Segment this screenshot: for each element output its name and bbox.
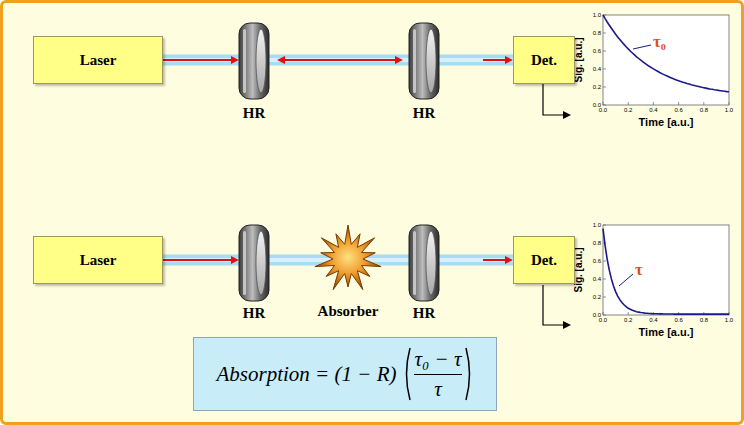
reflection-arrow xyxy=(279,59,401,61)
signal-arrow xyxy=(543,285,569,325)
tick-label: 0.0 xyxy=(599,317,607,323)
time-constant: τ xyxy=(635,261,643,278)
tick-label: 1.0 xyxy=(593,222,601,228)
tick-label: 1.0 xyxy=(725,317,733,323)
laser-box: Laser xyxy=(33,236,163,284)
tick-label: 0.8 xyxy=(593,30,601,36)
leader-line xyxy=(619,274,633,286)
axis-title: Sig. [a.u.] xyxy=(574,38,584,83)
part-label: HR xyxy=(243,106,266,121)
tick-label: 0.2 xyxy=(593,84,601,90)
hr-mirror xyxy=(409,23,439,99)
fraction-term: τ xyxy=(434,377,442,402)
laser-box: Laser xyxy=(33,36,163,84)
tick-label: 0.2 xyxy=(624,107,632,113)
decay-chart xyxy=(603,15,729,105)
hr-mirror xyxy=(409,225,439,301)
tick-label: 1.0 xyxy=(725,107,733,113)
fraction-term: τ₀ − τ xyxy=(414,347,461,372)
part-label: HR xyxy=(413,306,436,321)
axis-title: Time [a.u.] xyxy=(639,117,694,128)
absorber-burst xyxy=(315,225,381,290)
tick-label: 0.0 xyxy=(599,107,607,113)
part-label: HR xyxy=(243,306,266,321)
tick-label: 0.6 xyxy=(674,107,682,113)
laser-beam xyxy=(163,60,513,61)
tick-label: 0.4 xyxy=(649,107,657,113)
tick-label: 0.4 xyxy=(593,66,601,72)
node-text: Absorption = (1 − R) xyxy=(216,362,396,387)
axis-title: Time [a.u.] xyxy=(639,327,694,338)
fraction-bar xyxy=(414,374,461,375)
hr-mirror xyxy=(239,23,269,99)
tick-label: 0.6 xyxy=(593,258,601,264)
tick-label: 0.8 xyxy=(700,317,708,323)
paren xyxy=(402,346,412,402)
tick-label: 0.8 xyxy=(593,240,601,246)
leader-line xyxy=(633,45,651,49)
tick-label: 0.2 xyxy=(624,317,632,323)
node-text: Det. xyxy=(531,52,557,69)
tick-label: 0.6 xyxy=(674,317,682,323)
node-text: Det. xyxy=(531,252,557,269)
tick-label: 1.0 xyxy=(593,12,601,18)
tick-label: 0.6 xyxy=(593,48,601,54)
tick-label: 0.8 xyxy=(700,107,708,113)
time-constant: τ₀ xyxy=(653,33,666,50)
hr-mirror xyxy=(239,225,269,301)
node-text: Laser xyxy=(80,252,117,269)
signal-arrow xyxy=(543,83,569,115)
paren xyxy=(464,346,474,402)
formula-box: Absorption = (1 − R) τ₀ − τ τ xyxy=(193,337,496,411)
decay-chart xyxy=(603,225,729,315)
tick-label: 0.4 xyxy=(593,276,601,282)
node-text: Laser xyxy=(80,52,117,69)
detector-box: Det. xyxy=(513,36,575,84)
tick-label: 0.2 xyxy=(593,294,601,300)
part-label: HR xyxy=(413,106,436,121)
detector-box: Det. xyxy=(513,236,575,284)
tick-label: 0.4 xyxy=(649,317,657,323)
part-label: Absorber xyxy=(318,304,379,319)
axis-title: Sig. [a.u.] xyxy=(574,248,584,293)
